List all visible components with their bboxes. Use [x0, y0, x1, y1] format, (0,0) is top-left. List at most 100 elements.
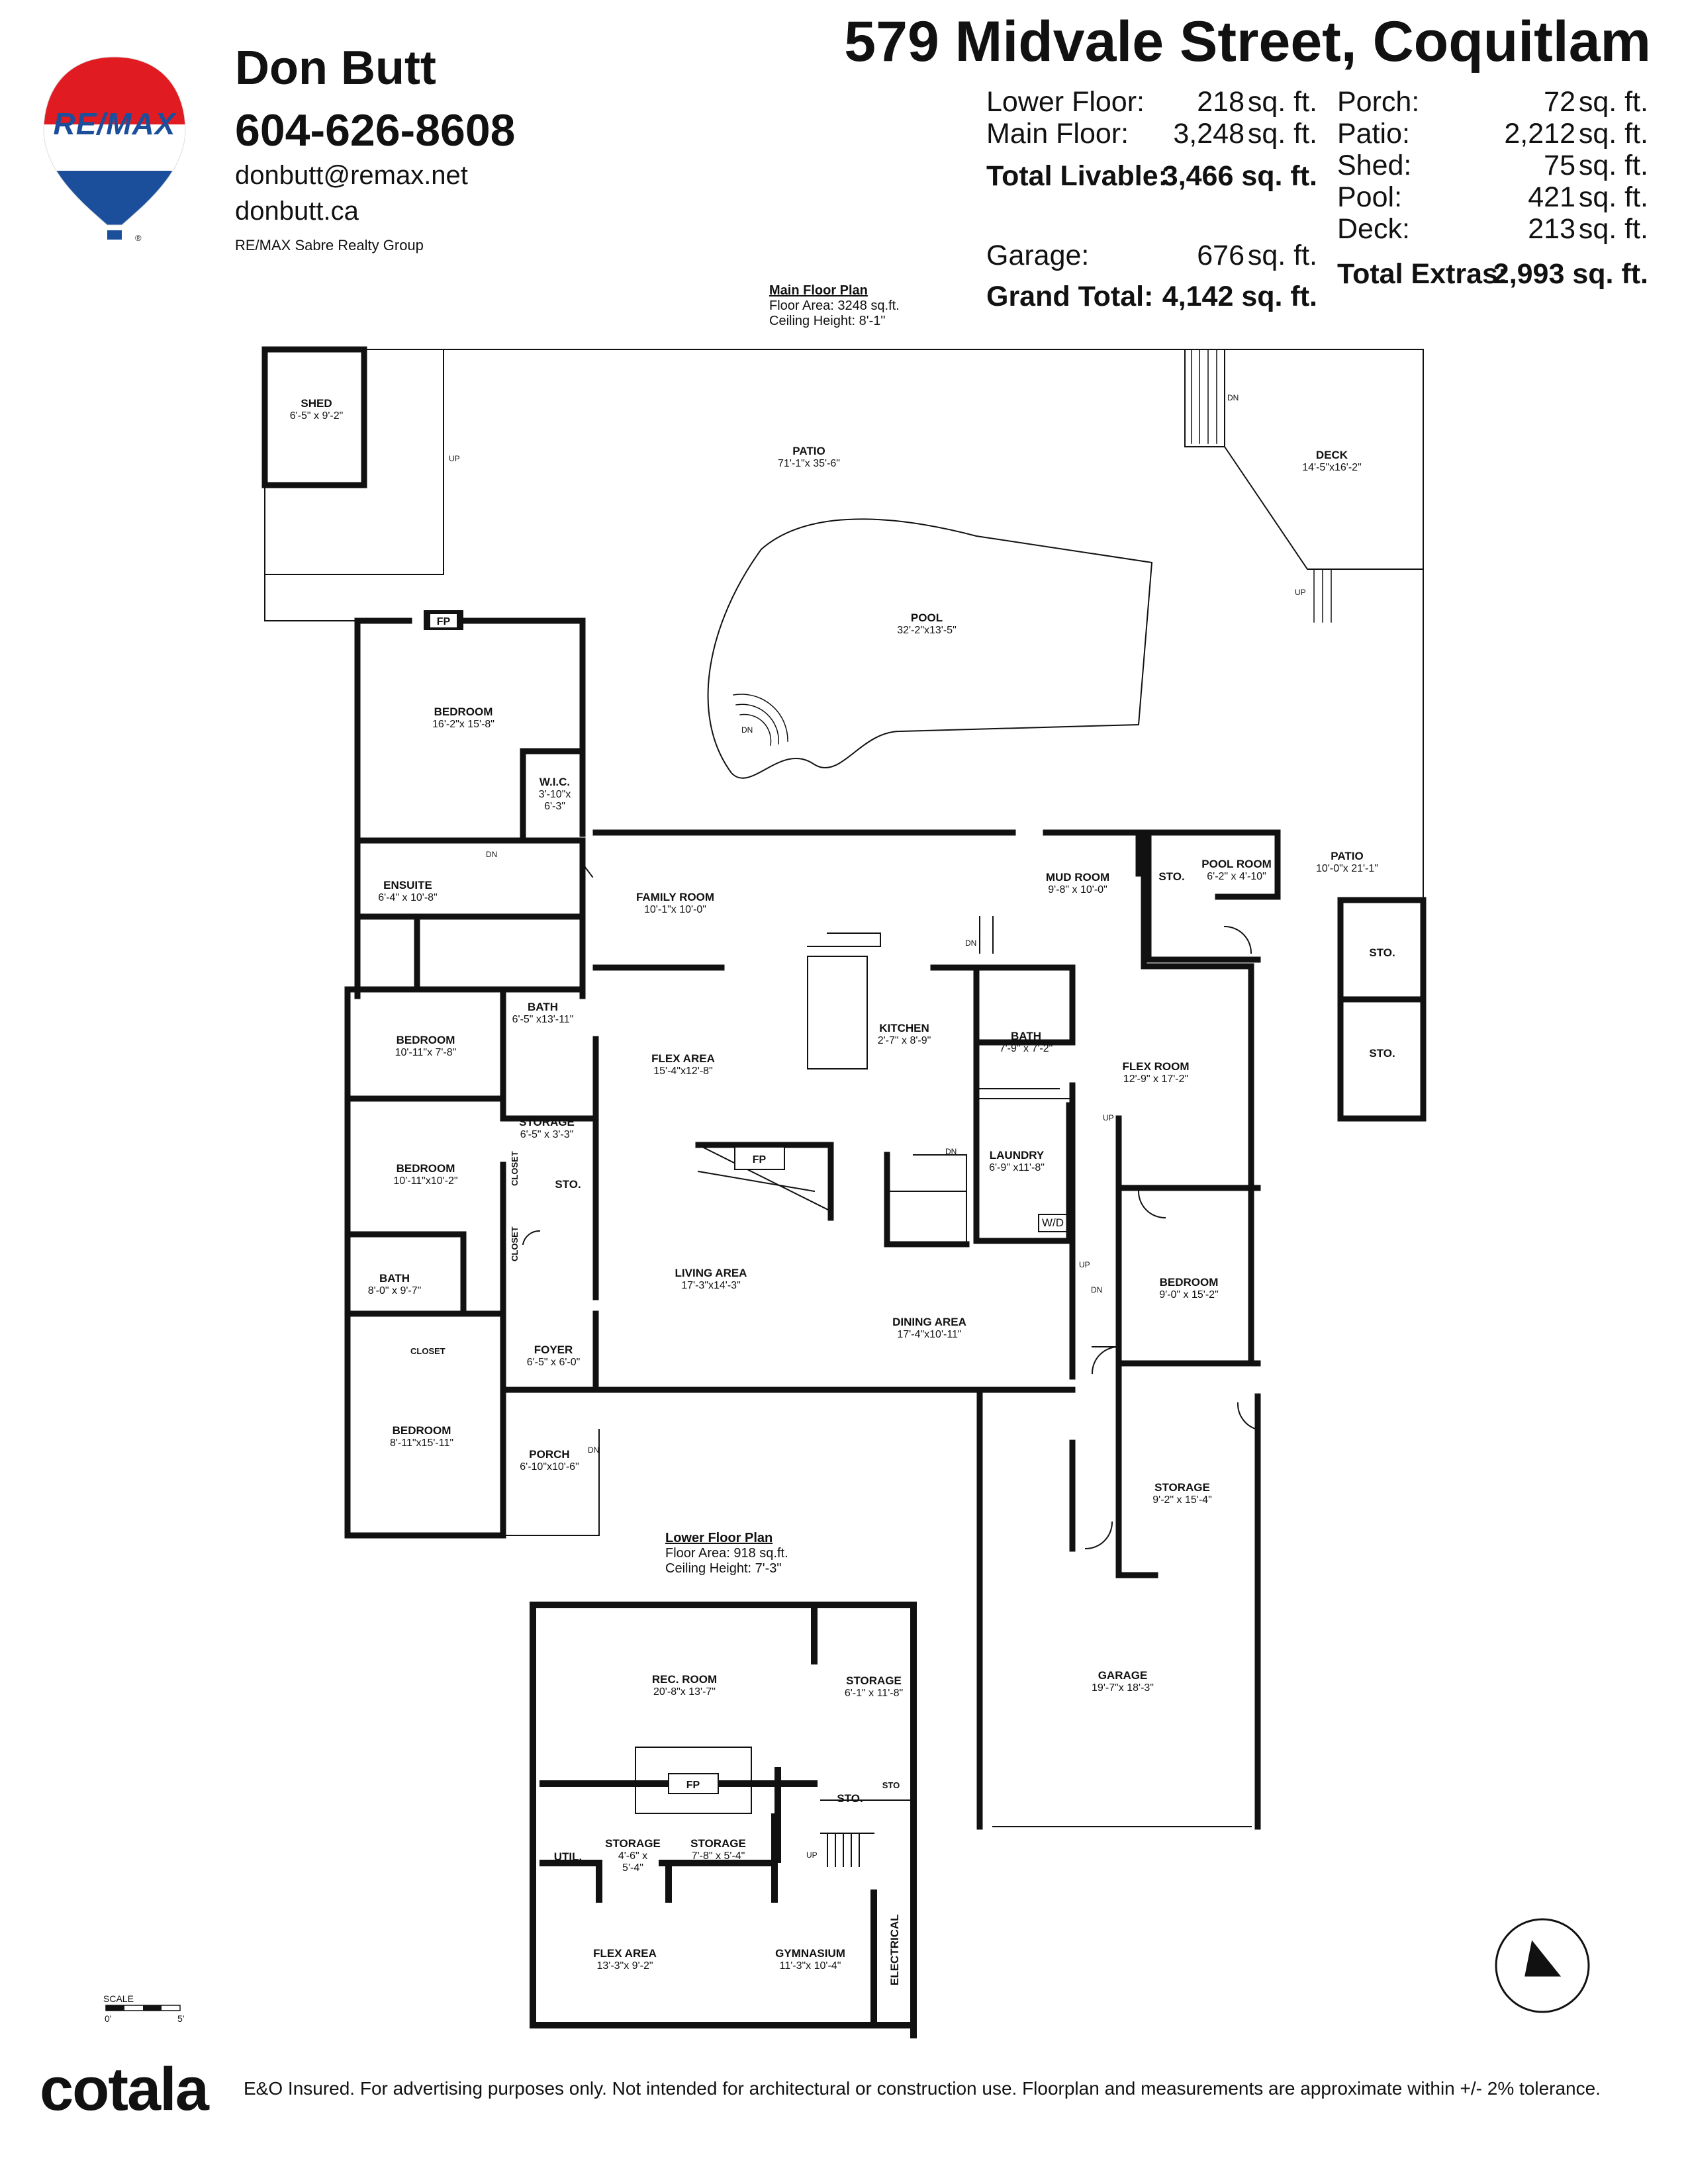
room-sto: STO [882, 1780, 900, 1790]
room-sto-right-2: STO. [1369, 1047, 1395, 1060]
property-address: 579 Midvale Street, Coquitlam [844, 10, 1651, 73]
stat-label: Total Extras: [1337, 258, 1508, 290]
stat-label: Shed: [1337, 150, 1412, 181]
stat-pool: Pool: 421 sq. ft. [1337, 181, 1648, 214]
closet-label: CLOSET [510, 1226, 520, 1261]
agent-name: Don Butt [235, 42, 436, 95]
closet-label: CLOSET [510, 1151, 520, 1186]
stat-value: 676 [1197, 240, 1244, 271]
cotala-logo: cotala [40, 2056, 209, 2123]
stat-label: Porch: [1337, 86, 1420, 118]
agent-phone[interactable]: 604-626-8608 [235, 105, 516, 156]
stat-shed: Shed: 75 sq. ft. [1337, 150, 1648, 183]
plan-name: Main Floor Plan [769, 283, 868, 298]
stat-unit: sq. ft. [1578, 150, 1648, 181]
stat-unit: sq. ft. [1247, 118, 1317, 150]
stairs-dn-label: DN [1091, 1285, 1103, 1295]
scale-max: 5' [177, 2013, 185, 2024]
lower-floor-plan-title: Lower Floor Plan Floor Area: 918 sq.ft. … [665, 1531, 788, 1576]
stat-patio: Patio: 2,212 sq. ft. [1337, 118, 1648, 151]
stat-value: 72 [1544, 86, 1575, 118]
stat-total-extras: Total Extras: 2,993 sq. ft. [1337, 258, 1648, 291]
stat-grand-total: Grand Total: 4,142 sq. ft. [986, 281, 1317, 314]
scale-label: SCALE [103, 1993, 134, 2004]
stat-label: Total Livable: [986, 160, 1168, 192]
stat-value: 218 [1197, 86, 1244, 118]
stat-unit: sq. ft. [1578, 213, 1648, 245]
main-floor-plan-title: Main Floor Plan Floor Area: 3248 sq.ft. … [769, 283, 900, 329]
stat-unit: sq. ft. [1247, 86, 1317, 118]
stat-value: 2,993 sq. ft. [1493, 258, 1648, 290]
stairs-dn-label: DN [1227, 393, 1239, 402]
stat-label: Main Floor: [986, 118, 1129, 150]
stairs-up-label: UP [1103, 1113, 1114, 1122]
stat-label: Pool: [1337, 181, 1403, 213]
stat-label: Garage: [986, 240, 1090, 271]
stat-value: 3,466 sq. ft. [1162, 160, 1317, 192]
room-util: UTIL. [553, 1850, 583, 1863]
stat-value: 3,248 [1173, 118, 1244, 150]
plan-ceiling-height: Ceiling Height: 7'-3" [665, 1561, 782, 1576]
pool-outline [707, 518, 1153, 779]
room-sto-right-1: STO. [1369, 946, 1395, 959]
stat-porch: Porch: 72 sq. ft. [1337, 86, 1648, 119]
plan-ceiling-height: Ceiling Height: 8'-1" [769, 314, 886, 328]
stat-unit: sq. ft. [1247, 240, 1317, 271]
closet-label: CLOSET [410, 1346, 445, 1356]
room-electrical: ELECTRICAL [888, 1914, 901, 1985]
washer-dryer-label: W/D [1038, 1214, 1068, 1232]
agent-email[interactable]: donbutt@remax.net [235, 161, 468, 190]
stairs-up-label: UP [806, 1850, 818, 1860]
room-wic: W.I.C.3'-10"x 6'-3" [538, 776, 571, 812]
stat-unit: sq. ft. [1578, 118, 1648, 150]
stairs-up-label: UP [1079, 1260, 1090, 1269]
scale-bar-icon [105, 2005, 181, 2011]
stairs-up-label: UP [1295, 588, 1306, 597]
stat-label: Lower Floor: [986, 86, 1145, 118]
plan-floor-area: Floor Area: 3248 sq.ft. [769, 298, 900, 313]
agent-website[interactable]: donbutt.ca [235, 197, 359, 226]
svg-text:®: ® [135, 233, 142, 243]
fireplace-marks: FP FP [424, 610, 785, 1170]
stat-value: 4,142 sq. ft. [1162, 281, 1317, 312]
stat-label: Deck: [1337, 213, 1410, 245]
north-arrow-icon [1495, 1918, 1590, 2013]
stairs-dn-label: DN [486, 850, 498, 859]
fp-label: FP [437, 616, 451, 627]
stat-value: 213 [1528, 213, 1575, 245]
stat-value: 75 [1544, 150, 1575, 181]
stat-value: 421 [1528, 181, 1575, 213]
stat-garage: Garage: 676 sq. ft. [986, 240, 1317, 273]
remax-balloon-logo: ® RE/MAX [38, 52, 191, 250]
stairs-dn-label: DN [741, 725, 753, 735]
stat-unit: sq. ft. [1578, 181, 1648, 213]
scale-min: 0' [105, 2013, 112, 2024]
